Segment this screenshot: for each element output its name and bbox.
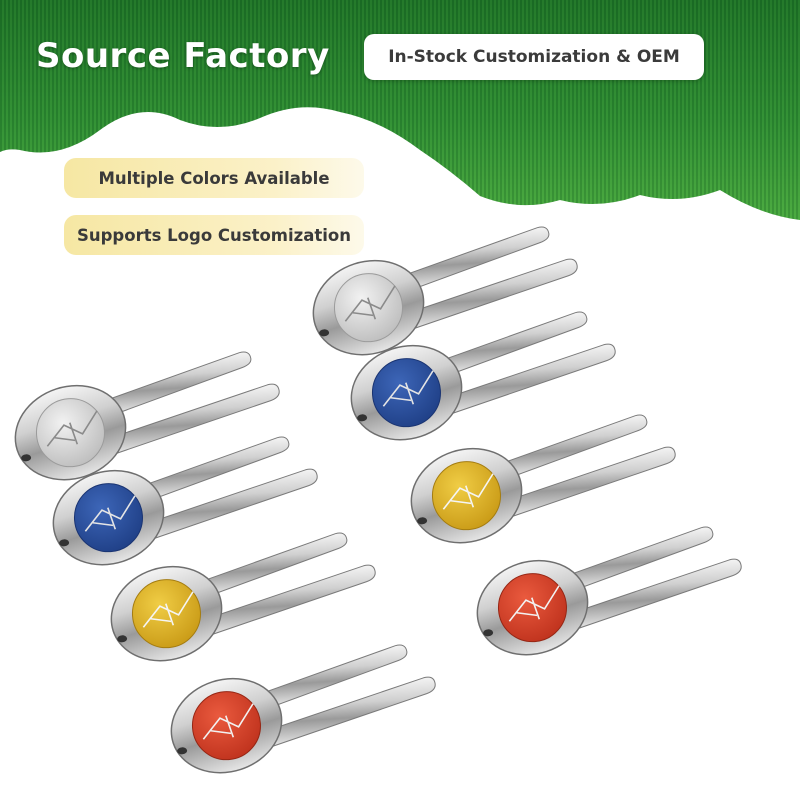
oem-badge: In-Stock Customization & OEM	[364, 34, 704, 80]
divot-tool-yellow-right	[395, 411, 682, 560]
feature-tag-logo: Supports Logo Customization	[64, 215, 364, 255]
feature-tag-colors: Multiple Colors Available	[64, 158, 364, 198]
divot-tool-silver-right	[297, 223, 584, 372]
divot-tool-red-left	[155, 641, 442, 790]
divot-tool-yellow-left	[95, 529, 382, 678]
divot-tool-red-right	[461, 523, 748, 672]
divot-tool-blue-right	[335, 308, 622, 457]
divot-tool-blue-left	[37, 433, 324, 582]
divot-tool-silver-left	[0, 348, 286, 497]
headline-title: Source Factory	[36, 36, 330, 76]
